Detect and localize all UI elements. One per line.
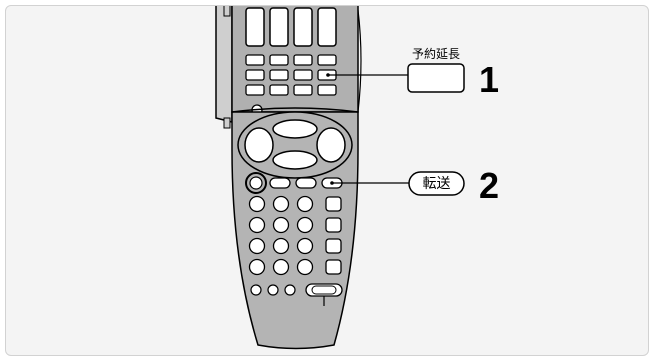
numeric-keypad (248, 195, 343, 306)
extend-reservation-key-icon (407, 63, 465, 93)
remote-main-body (231, 107, 359, 350)
navigation-cluster (237, 111, 353, 179)
step-number-1: 1 (479, 59, 499, 100)
transfer-key-icon (408, 171, 465, 196)
remote-back-section (215, 6, 233, 129)
top-buttons (245, 7, 337, 47)
extend-reservation-label: 予約延長 (412, 46, 460, 61)
remote-flip-panel (231, 6, 362, 116)
function-button-row (245, 172, 343, 194)
transfer-label: 転送 (423, 175, 451, 191)
callout-2: 転送 2 (330, 165, 499, 206)
callout-1: 予約延長 1 (326, 46, 499, 100)
small-button-grid (245, 54, 337, 96)
step-number-2: 2 (479, 165, 499, 206)
